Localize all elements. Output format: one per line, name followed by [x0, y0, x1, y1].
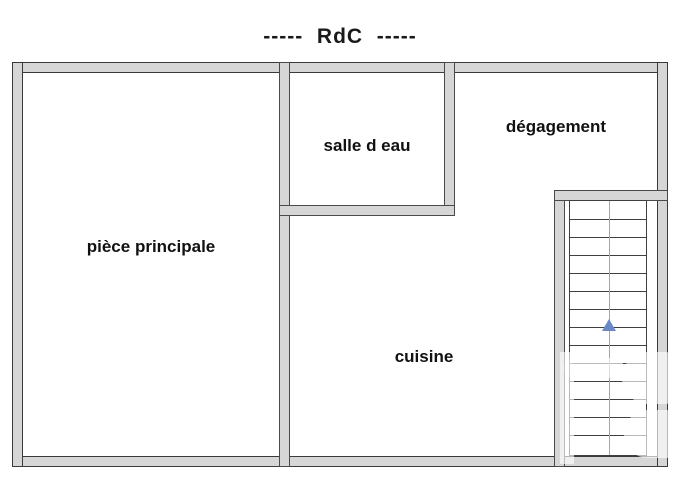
partition-wall-salle-d-eau-bottom	[279, 205, 455, 216]
partition-wall-staircase-left	[554, 190, 565, 467]
room-label-piece-principale: pièce principale	[86, 237, 216, 256]
stair-step	[570, 309, 646, 310]
room-degagement	[455, 73, 657, 191]
room-label-degagement: dégagement	[505, 117, 607, 136]
stair-step	[570, 291, 646, 292]
room-label-cuisine: cuisine	[394, 347, 454, 366]
stair-step	[570, 345, 646, 346]
room-label-salle-d-eau: salle d eau	[323, 136, 411, 155]
room-degagement-lower	[455, 191, 555, 456]
stair-step	[570, 273, 646, 274]
stair-step	[570, 219, 646, 220]
staircase	[569, 200, 647, 456]
page-title: ----- RdC -----	[263, 25, 417, 48]
stair-step	[570, 399, 646, 400]
stair-step	[570, 237, 646, 238]
arrow-up-icon	[602, 319, 616, 331]
partition-wall-piece-principale-right	[279, 62, 290, 467]
exterior-wall-left	[12, 62, 23, 467]
room-piece-principale	[23, 73, 279, 456]
stair-step	[570, 435, 646, 436]
exterior-wall-top	[12, 62, 668, 73]
stair-step	[570, 381, 646, 382]
room-salle-d-eau	[290, 73, 444, 205]
partition-wall-salle-d-eau-right	[444, 62, 455, 216]
exterior-wall-bottom	[12, 456, 668, 467]
stair-step	[570, 417, 646, 418]
stair-step	[570, 363, 646, 364]
exterior-wall-right	[657, 62, 668, 467]
stair-step	[570, 255, 646, 256]
